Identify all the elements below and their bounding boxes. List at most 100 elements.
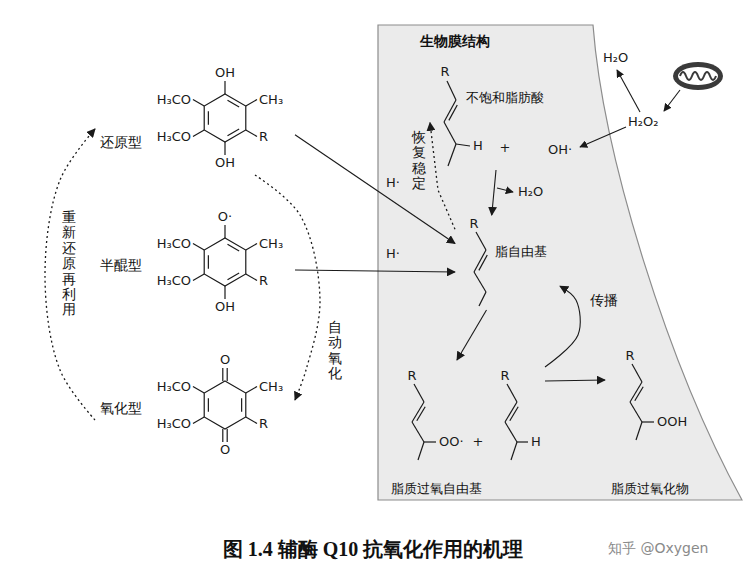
double-bond bbox=[208, 398, 209, 411]
chem-label: H₃CO bbox=[157, 92, 191, 108]
chain-bond bbox=[418, 442, 424, 460]
chem-label: H₃CO bbox=[157, 416, 191, 432]
double-bond bbox=[227, 244, 239, 251]
edge-label: 自动氧化 bbox=[328, 320, 342, 382]
chem-label: R bbox=[440, 64, 449, 80]
substituent-bond bbox=[224, 142, 225, 155]
chem-label: OOH bbox=[657, 414, 687, 430]
chain-bond bbox=[632, 364, 642, 382]
chain-bond bbox=[474, 272, 486, 292]
substituent-bond bbox=[246, 274, 257, 281]
chain-bond bbox=[414, 384, 424, 402]
double-bond bbox=[227, 273, 239, 280]
reaction-arrow bbox=[457, 310, 487, 360]
cristae bbox=[680, 72, 716, 80]
water-release-arrow bbox=[497, 188, 513, 192]
substituent-bond bbox=[246, 417, 257, 424]
chem-label: R bbox=[625, 348, 634, 364]
double-bond bbox=[479, 255, 487, 270]
fatty-acid: 不饱和脂肪酸 bbox=[430, 65, 550, 170]
chain-bond bbox=[630, 402, 642, 422]
double-bond bbox=[208, 255, 209, 268]
bond bbox=[642, 421, 654, 422]
substituent-bond bbox=[246, 387, 257, 394]
substituent-bond bbox=[246, 100, 257, 107]
chem-label: R bbox=[469, 216, 478, 232]
chem-label: O· bbox=[218, 209, 232, 225]
reaction-arrow bbox=[295, 135, 455, 244]
coq10-reduced: 还原型 bbox=[95, 60, 295, 175]
reaction-arrow bbox=[45, 129, 95, 420]
chem-label: 知乎 @Oxygen bbox=[608, 540, 708, 557]
substituent-bond bbox=[193, 130, 204, 137]
benzene-ring bbox=[204, 238, 246, 286]
double-bond bbox=[510, 407, 518, 421]
chem-label: H₃CO bbox=[157, 236, 191, 252]
node-label: 脂自由基 bbox=[495, 244, 547, 260]
double-bond bbox=[208, 111, 209, 124]
node-label: 脂质过氧化物 bbox=[611, 481, 689, 497]
chem-label: OH· bbox=[548, 142, 572, 158]
substituent-bond bbox=[193, 417, 204, 424]
substituent-bond bbox=[246, 130, 257, 137]
chain-bond bbox=[448, 144, 456, 166]
chain-bond bbox=[507, 384, 517, 402]
figure-caption: 图 1.4 辅酶 Q10 抗氧化作用的机理 bbox=[223, 537, 524, 561]
node-label: 生物膜结构 bbox=[420, 33, 490, 51]
chem-label: CH₃ bbox=[259, 92, 283, 108]
chain-bond bbox=[479, 292, 486, 306]
node-label: 不饱和脂肪酸 bbox=[466, 90, 544, 106]
chem-label: + bbox=[473, 434, 484, 450]
benzene-ring bbox=[204, 94, 246, 142]
chain-bond bbox=[412, 422, 424, 442]
bond bbox=[456, 144, 470, 146]
mitochondrion-inner bbox=[678, 67, 718, 85]
chem-label: O bbox=[220, 442, 230, 458]
chem-label: + bbox=[500, 140, 511, 156]
membrane-fill bbox=[378, 25, 742, 500]
chem-label: H₂O bbox=[603, 50, 628, 66]
reaction-arrow bbox=[617, 70, 640, 112]
double-bond bbox=[635, 387, 643, 401]
lipid-peroxide: 脂质过氧化物 bbox=[605, 340, 705, 500]
carbonyl-bond bbox=[227, 368, 228, 381]
substituent-bond bbox=[193, 387, 204, 394]
chem-label: R bbox=[259, 129, 268, 145]
reaction-arrow bbox=[664, 90, 680, 111]
reaction-arrow bbox=[545, 380, 605, 381]
chem-label: OH bbox=[215, 299, 235, 315]
chain-bond bbox=[511, 442, 517, 460]
chain-bond bbox=[447, 81, 456, 100]
coq10-oxidized: 氧化型 bbox=[95, 360, 295, 460]
chem-label: O bbox=[220, 352, 230, 368]
chain-bond bbox=[505, 422, 517, 442]
substituent-bond bbox=[224, 286, 225, 299]
bond bbox=[424, 441, 436, 442]
chem-label: OH bbox=[215, 155, 235, 171]
mitochondrion-outer bbox=[673, 62, 723, 90]
chem-label: R bbox=[407, 368, 416, 384]
chem-label: H· bbox=[386, 175, 400, 191]
chem-label: H₃CO bbox=[157, 379, 191, 395]
substituent-bond bbox=[224, 81, 225, 94]
chem-label: H bbox=[473, 138, 483, 154]
carbonyl-bond bbox=[227, 429, 228, 442]
chain-bond bbox=[636, 422, 642, 440]
chem-label: R bbox=[259, 416, 268, 432]
chem-label: OO· bbox=[439, 434, 464, 450]
double-bond bbox=[227, 129, 239, 136]
membrane-region: 不饱和脂肪酸脂自由基脂质过氧自由基 脂质过氧化物 生物膜结构 bbox=[378, 25, 742, 500]
reaction-arrow bbox=[492, 170, 496, 215]
double-bond bbox=[227, 100, 239, 107]
reaction-arrow bbox=[430, 123, 455, 230]
node-label: 半醌型 bbox=[100, 257, 142, 275]
node-label: 脂质过氧自由基 bbox=[391, 481, 482, 497]
edge-label: 恢复稳定 bbox=[412, 130, 426, 192]
membrane-shape bbox=[378, 25, 742, 500]
chem-label: CH₃ bbox=[259, 379, 283, 395]
chem-label: H₂O bbox=[518, 184, 543, 200]
chem-label: H₃CO bbox=[157, 273, 191, 289]
edge-label: 传播 bbox=[590, 292, 618, 309]
